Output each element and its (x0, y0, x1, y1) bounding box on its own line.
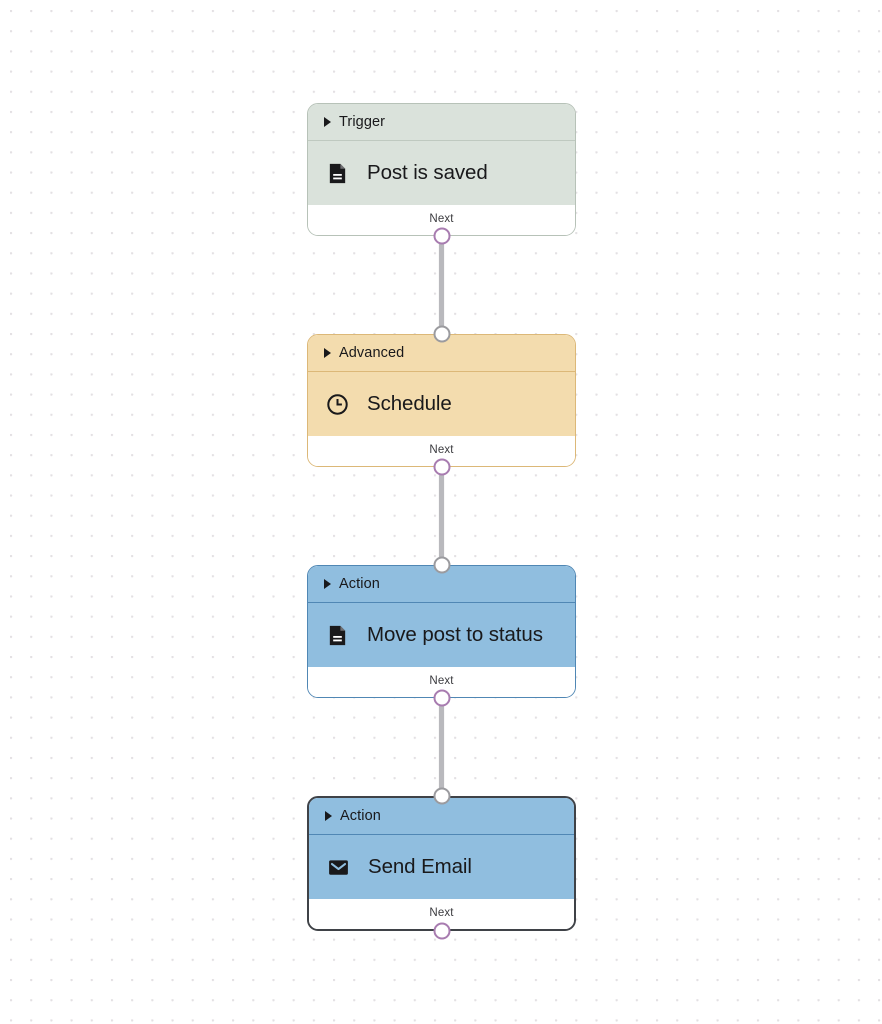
output-port-send-email[interactable] (433, 922, 450, 940)
node-category-label: Advanced (339, 344, 405, 361)
node-header-trigger[interactable]: Trigger (308, 104, 575, 140)
node-category-label: Trigger (339, 113, 386, 130)
node-content-move-post[interactable]: Move post to status (308, 603, 575, 667)
node-content-send-email[interactable]: Send Email (309, 835, 574, 899)
node-body-container: Action Move post to status Next (307, 565, 576, 698)
clock-icon (326, 393, 349, 416)
next-port-label: Next (429, 907, 454, 920)
output-port-move-post[interactable] (433, 689, 450, 707)
workflow-node-advanced[interactable]: Advanced Schedule Next (307, 325, 576, 476)
next-port-label: Next (429, 675, 454, 688)
node-divider (308, 140, 575, 141)
next-port-label: Next (429, 213, 454, 226)
node-content-advanced[interactable]: Schedule (308, 372, 575, 436)
envelope-icon (327, 856, 350, 879)
node-divider (308, 371, 575, 372)
node-divider (308, 602, 575, 603)
document-icon (326, 162, 349, 185)
next-port-label: Next (429, 444, 454, 457)
input-port-advanced[interactable] (433, 325, 450, 343)
caret-right-icon[interactable] (324, 117, 331, 127)
node-title-label: Move post to status (367, 622, 543, 646)
node-divider (309, 834, 574, 835)
node-category-label: Action (340, 807, 381, 824)
node-body-container: Trigger Post is saved Next (307, 103, 576, 236)
caret-right-icon[interactable] (324, 579, 331, 589)
output-port-advanced[interactable] (433, 458, 450, 476)
node-title-label: Send Email (368, 854, 472, 878)
caret-right-icon[interactable] (325, 811, 332, 821)
document-icon (326, 624, 349, 647)
output-port-trigger[interactable] (433, 227, 450, 245)
node-category-label: Action (339, 575, 380, 592)
node-content-trigger[interactable]: Post is saved (308, 141, 575, 205)
caret-right-icon[interactable] (324, 348, 331, 358)
node-body-container: Advanced Schedule Next (307, 334, 576, 467)
node-title-label: Post is saved (367, 160, 488, 184)
workflow-node-move-post-to-status[interactable]: Action Move post to status Next (307, 556, 576, 707)
input-port-move-post[interactable] (433, 556, 450, 574)
workflow-node-trigger[interactable]: Trigger Post is saved Next (307, 103, 576, 245)
node-title-label: Schedule (367, 391, 452, 415)
input-port-send-email[interactable] (433, 787, 450, 805)
workflow-node-send-email[interactable]: Action Send Email Next (307, 787, 576, 940)
node-body-container: Action Send Email Next (307, 796, 576, 931)
